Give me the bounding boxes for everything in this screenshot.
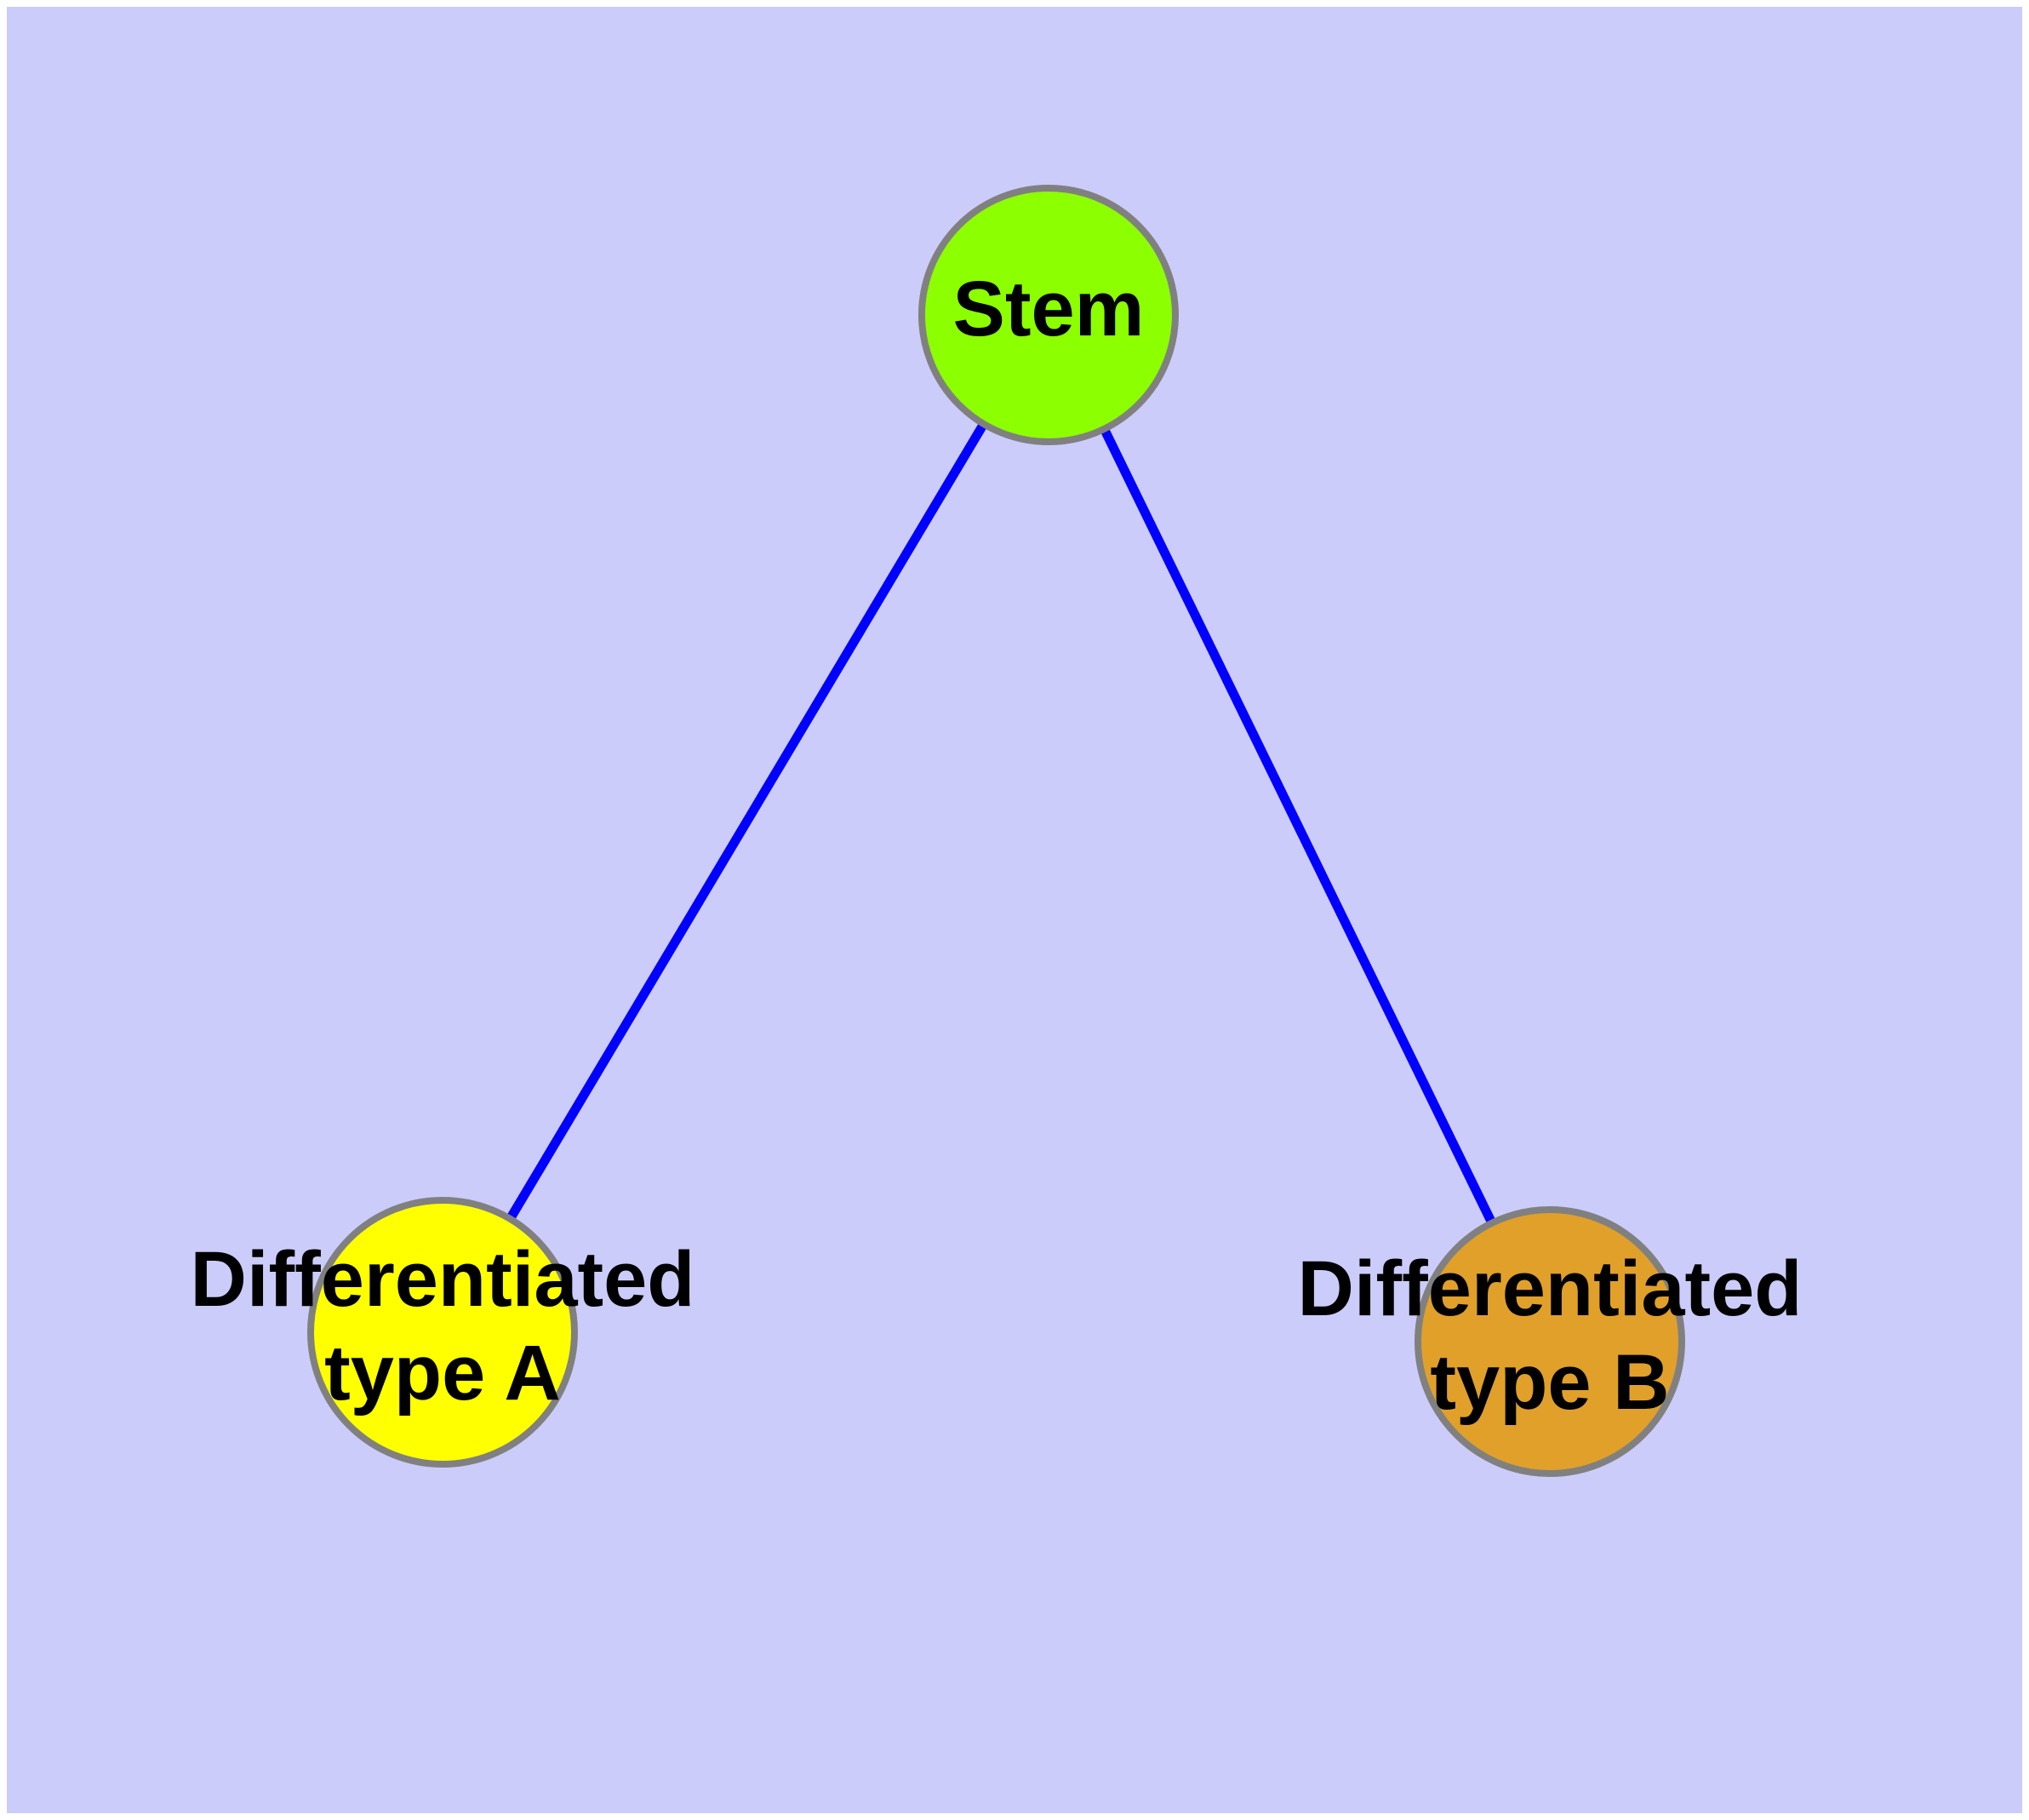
- stem-node-label: Stem: [953, 266, 1145, 352]
- stem-node-circle[interactable]: [918, 185, 1179, 445]
- edge-stem-to-differentiated-type-b[interactable]: [1044, 312, 1554, 1344]
- node-layer: [307, 185, 1685, 1477]
- edge-stem-to-differentiated-type-a[interactable]: [438, 312, 1053, 1335]
- node-differentiated-type-a[interactable]: [307, 1197, 578, 1468]
- differentiated-type-b-node-circle[interactable]: [1415, 1206, 1685, 1477]
- node-differentiated-type-b[interactable]: [1415, 1206, 1685, 1477]
- differentiated-type-a-node-circle[interactable]: [307, 1197, 578, 1468]
- node-stem[interactable]: [918, 185, 1179, 445]
- edge-layer: [438, 312, 1554, 1344]
